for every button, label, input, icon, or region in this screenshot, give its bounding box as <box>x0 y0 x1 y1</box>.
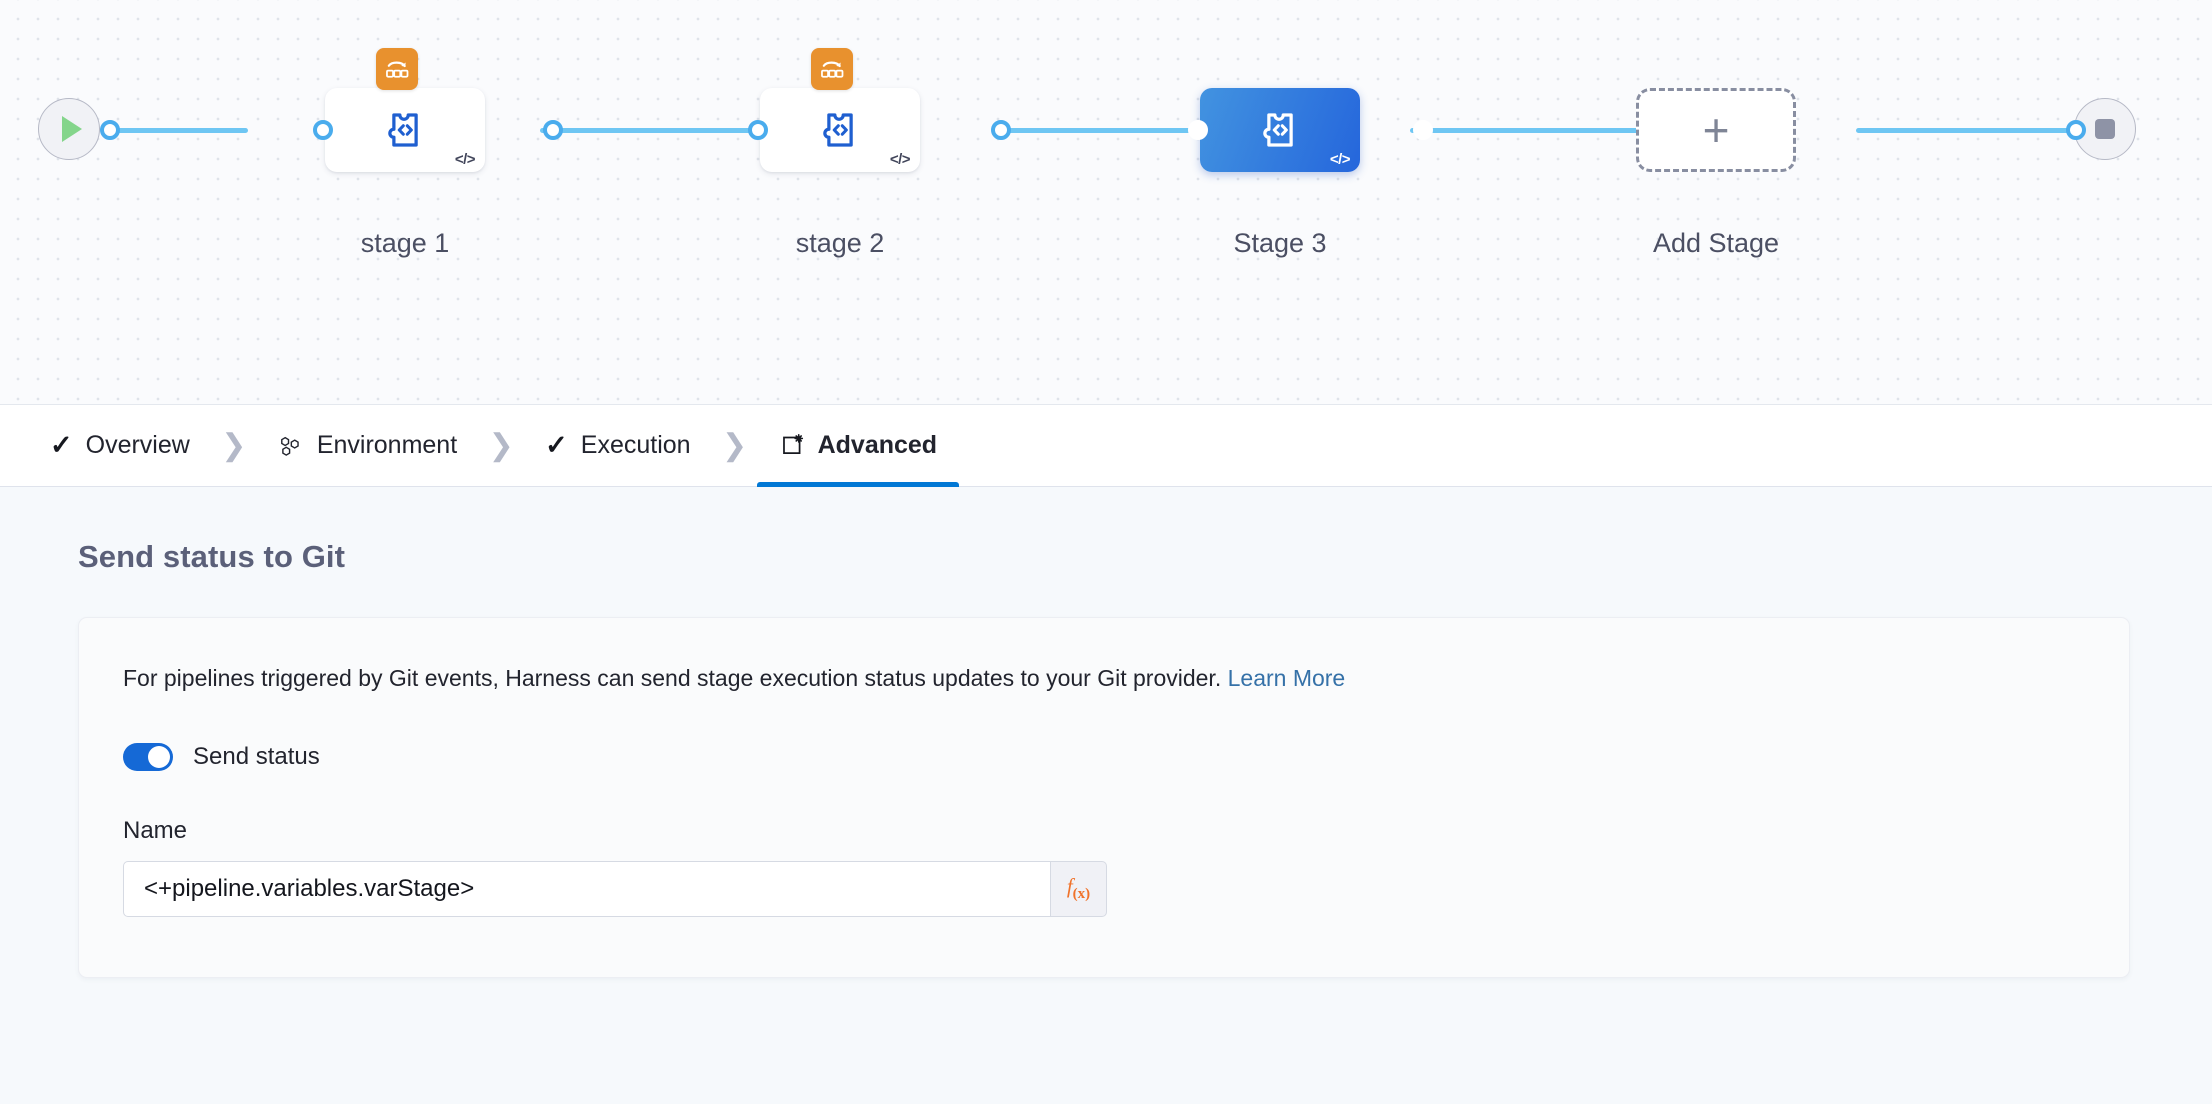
expression-toggle-button[interactable]: f(x) <box>1051 861 1107 918</box>
looping-strategy-glyph <box>821 61 844 78</box>
stage-label-2: stage 2 <box>795 228 885 258</box>
pipeline-canvas[interactable]: </> </> </> + <box>0 0 2212 405</box>
port-stage1-in[interactable] <box>313 120 333 140</box>
tab-execution[interactable]: ✓ Execution <box>523 405 712 486</box>
code-badge-icon: </> <box>889 151 911 168</box>
port-start-out[interactable] <box>100 120 120 140</box>
send-status-to-git-card: For pipelines triggered by Git events, H… <box>78 617 2130 979</box>
stage-node-stage-2[interactable]: </> <box>760 88 920 172</box>
custom-stage-icon <box>388 113 418 147</box>
stage-label-3: Stage 3 <box>1233 228 1327 258</box>
stage-config-tabs[interactable]: ✓ Overview ❯ Environment ❯ ✓ Execution ❯… <box>0 405 2212 487</box>
tab-separator-icon: ❯ <box>221 429 247 462</box>
looping-strategy-glyph <box>386 61 409 78</box>
check-icon: ✓ <box>50 430 73 460</box>
name-input[interactable]: <+pipeline.variables.varStage> <box>123 861 1051 918</box>
send-status-toggle-row: Send status <box>123 743 2085 772</box>
port-stage2-out[interactable] <box>991 120 1011 140</box>
custom-stage-icon <box>823 113 853 147</box>
add-stage-label: Add Stage <box>1652 228 1780 258</box>
pipeline-start-node[interactable] <box>38 98 100 160</box>
tab-execution-label: Execution <box>580 431 691 459</box>
tab-overview[interactable]: ✓ Overview <box>28 405 212 486</box>
fx-icon: f(x) <box>1066 874 1091 903</box>
connector-stage1-to-stage2 <box>540 128 776 133</box>
stage-node-stage-3[interactable]: </> <box>1200 88 1360 172</box>
name-field-label: Name <box>123 817 188 845</box>
page-title: Send status to Git <box>78 539 346 574</box>
port-stage3-in[interactable] <box>1188 120 1208 140</box>
tab-separator-icon: ❯ <box>488 429 514 462</box>
tab-environment-label: Environment <box>316 431 458 459</box>
hexagons-icon <box>278 433 304 459</box>
connector-addstage-to-end <box>1856 128 2078 133</box>
advanced-gear-icon <box>779 433 805 459</box>
name-input-value: <+pipeline.variables.varStage> <box>144 875 475 903</box>
tab-advanced-label: Advanced <box>817 431 938 459</box>
card-description: For pipelines triggered by Git events, H… <box>123 662 2085 695</box>
play-icon <box>62 116 82 142</box>
toggle-knob <box>148 746 170 769</box>
send-status-toggle[interactable] <box>123 743 173 772</box>
looping-strategy-icon[interactable] <box>376 48 418 90</box>
stop-icon <box>2095 119 2115 139</box>
looping-strategy-icon-2[interactable] <box>811 48 853 90</box>
card-description-text: For pipelines triggered by Git events, H… <box>123 665 1222 691</box>
check-icon: ✓ <box>545 430 568 460</box>
tab-environment[interactable]: Environment <box>256 405 479 486</box>
port-stage2-in[interactable] <box>748 120 768 140</box>
send-status-toggle-label: Send status <box>193 743 320 771</box>
add-stage-node[interactable]: + <box>1636 88 1796 172</box>
learn-more-link[interactable]: Learn More <box>1227 665 1346 691</box>
tab-advanced[interactable]: Advanced <box>756 405 960 487</box>
stage-node-stage-1[interactable]: </> <box>325 88 485 172</box>
name-field-row: <+pipeline.variables.varStage> f(x) <box>123 861 2085 918</box>
port-stage3-out[interactable] <box>1413 120 1433 140</box>
port-stage1-out[interactable] <box>543 120 563 140</box>
code-badge-icon: </> <box>454 151 476 168</box>
code-badge-icon: </> <box>1329 151 1351 168</box>
port-end-in[interactable] <box>2066 120 2086 140</box>
connector-stage2-to-stage3 <box>1000 128 1222 133</box>
connector-stage3-to-addstage <box>1410 128 1640 133</box>
stage-label-1: stage 1 <box>360 228 450 258</box>
tab-separator-icon: ❯ <box>722 429 748 462</box>
plus-icon: + <box>1702 104 1730 156</box>
tab-overview-label: Overview <box>85 431 190 459</box>
custom-stage-icon <box>1263 113 1293 147</box>
advanced-panel: Send status to Git For pipelines trigger… <box>0 539 2212 979</box>
connector-start-to-stage1 <box>108 128 248 133</box>
